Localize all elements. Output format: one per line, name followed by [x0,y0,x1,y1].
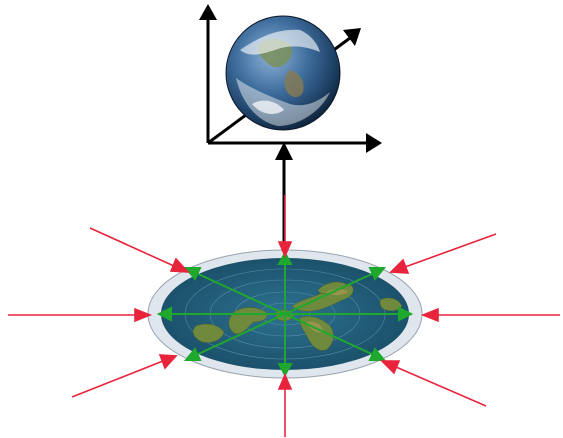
inward-arrows [8,195,560,437]
x-axis-arrowhead [366,133,382,153]
grid-arrowhead-s [277,363,293,378]
inward-arrow-sw [158,354,178,370]
grid-arrowhead-ne [368,267,387,281]
z-axis-arrowhead [199,4,217,20]
grid-arrowhead-sw [183,347,202,361]
grid-arrowhead-se [368,347,387,361]
south-america-landmass [192,323,225,343]
inward-arrow-se [380,360,401,375]
inward-arrow-s [277,372,293,390]
grid-arrowhead-e [398,306,414,322]
grid-arrowhead-n [277,250,293,265]
inward-arrow-ne [389,258,410,274]
y-axis-arrowhead [343,28,361,46]
far-east-landmass [379,297,403,311]
inward-arrow-n [277,241,293,259]
grid-arrowhead-nw [183,267,202,281]
grid-arrowhead-w [156,306,172,322]
inward-arrow-e [420,307,439,323]
inward-arrow-nw [169,257,190,273]
disk-gridlines [156,250,414,378]
flat-earth-map-icon [147,249,423,379]
earth-globe-icon [225,15,341,131]
inward-arrow-w [134,307,153,323]
